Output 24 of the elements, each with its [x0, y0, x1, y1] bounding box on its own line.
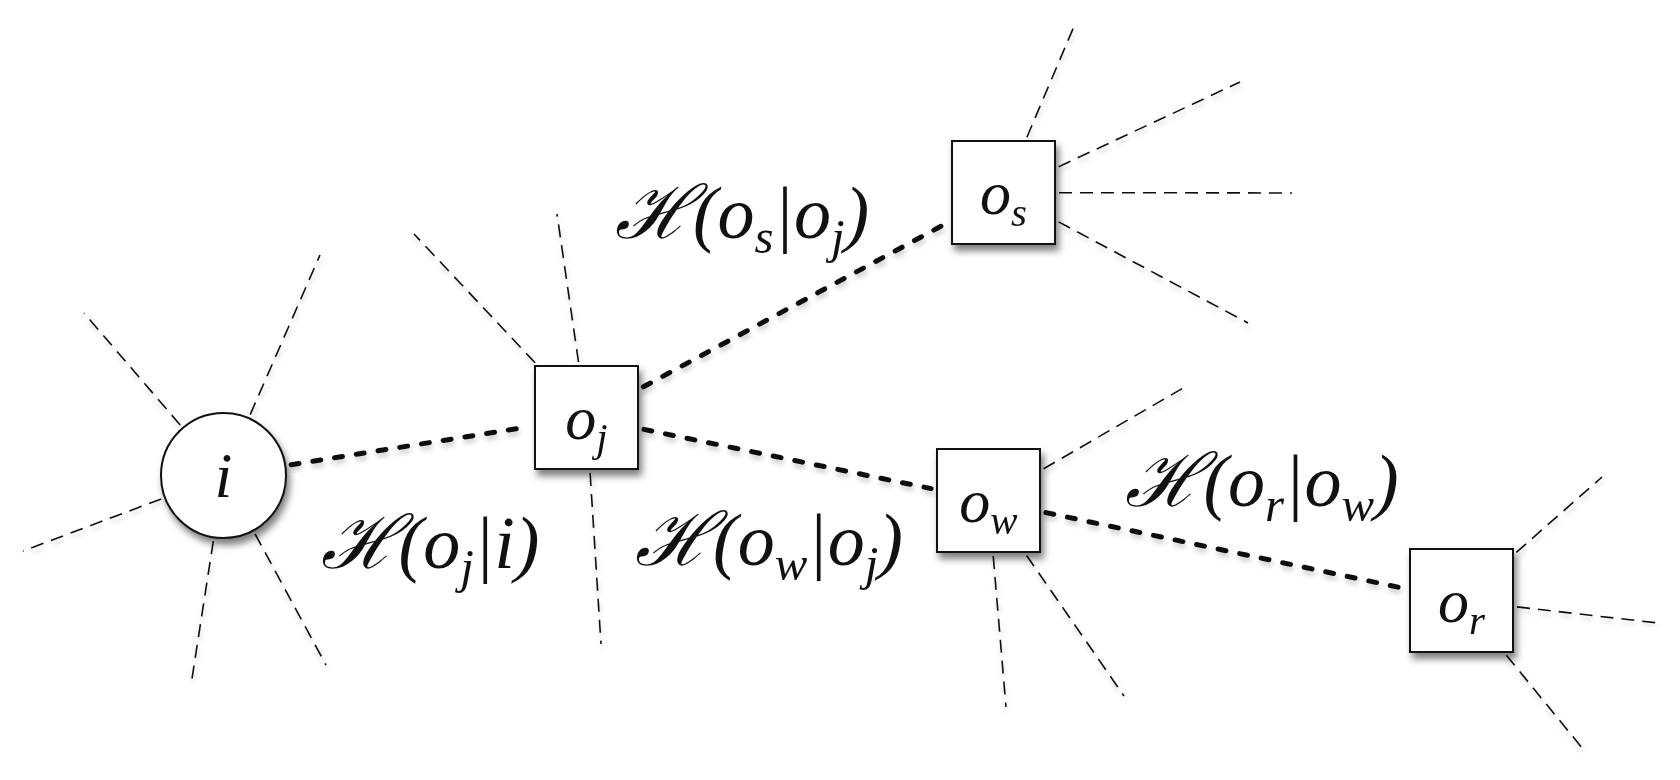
dotted-edge	[641, 426, 934, 492]
dashed-line	[254, 533, 327, 666]
square-node: o$_{s}$	[951, 140, 1056, 245]
edge-label: ℋ(o$_{j}$|i)	[319, 501, 541, 593]
dashed-line	[1057, 221, 1249, 324]
dashed-line	[1057, 81, 1241, 168]
dashed-line	[22, 498, 163, 552]
dashed-line	[1515, 476, 1603, 554]
edge-label: ℋ(o$_{r}$|o$_{w}$)	[1124, 439, 1400, 531]
edge-label: ℋ(o$_{s}$|o$_{j}$)	[613, 171, 871, 263]
square-node: o$_{j}$	[534, 365, 639, 470]
dashed-line	[992, 555, 1007, 708]
dashed-line	[1058, 191, 1293, 194]
dashed-line	[556, 213, 580, 363]
dashed-line	[413, 233, 536, 364]
circle-node: i	[160, 412, 287, 539]
dashed-line	[589, 472, 602, 645]
square-node: o$_{w}$	[936, 448, 1041, 553]
square-node: o$_{r}$	[1409, 548, 1514, 653]
edge-label: ℋ(o$_{w}$|o$_{j}$)	[634, 498, 904, 590]
dashed-line	[249, 254, 321, 416]
dashed-line	[1025, 554, 1125, 697]
dashed-line	[1505, 654, 1584, 750]
dashed-line	[83, 312, 181, 426]
